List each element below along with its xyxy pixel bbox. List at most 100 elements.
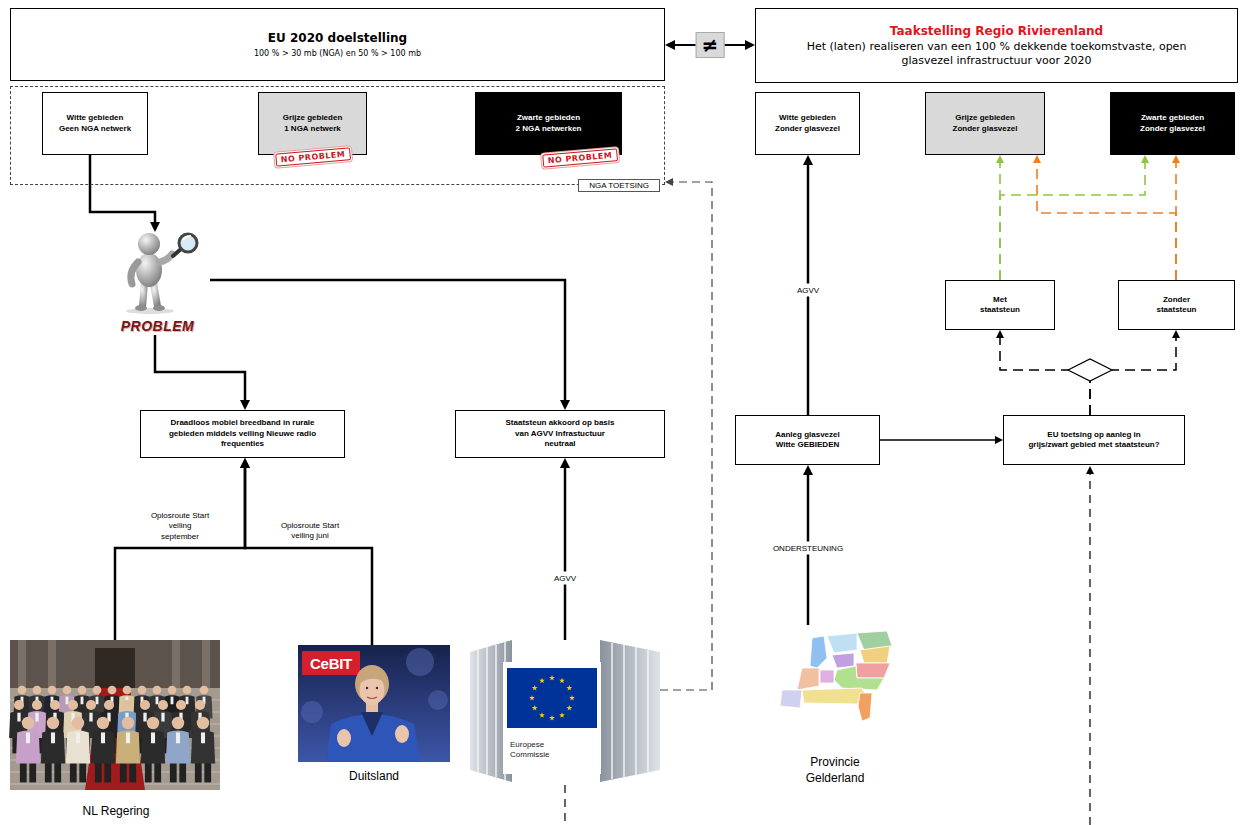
area-box: Witte gebiedenGeen NGA netwerk (42, 92, 148, 155)
province-map (832, 653, 854, 668)
node-text: Staatsteun akkoord op basis van AGVV Inf… (505, 418, 615, 449)
government-photo (10, 640, 220, 790)
government-photo (9, 640, 220, 790)
province-map (856, 663, 890, 678)
node-text: Grijze gebieden (955, 113, 1015, 123)
connector (115, 463, 245, 640)
province-map (834, 666, 884, 690)
process-box: Staatsteun akkoord op basis van AGVV Inf… (455, 410, 665, 458)
node-subtext: 1 NGA netwerk (284, 124, 341, 134)
commission-logo (503, 662, 601, 774)
germany-photo (376, 687, 378, 689)
government-photo (48, 640, 56, 688)
province-map (802, 688, 867, 704)
germany-photo (302, 651, 360, 675)
connector (1000, 159, 1145, 280)
problem-figure (135, 305, 147, 311)
germany-photo (301, 701, 323, 723)
commission-logo (532, 685, 538, 690)
government-photo (95, 648, 135, 688)
government-photo (10, 640, 220, 688)
germany-photo (367, 697, 377, 699)
province-map (820, 670, 834, 683)
problem-figure (179, 234, 197, 252)
area-box: Grijze gebiedenZonder glasvezel (925, 92, 1045, 155)
problem-figure: PROBLEM (105, 232, 210, 335)
government-photo (166, 717, 190, 783)
decision-box: EU toetsing op aanleg in grijs/zwart geb… (1003, 415, 1185, 465)
germany-photo (395, 725, 409, 743)
node-subtext: Zonder glasvezel (1140, 124, 1205, 134)
node-text: NL Regering (83, 804, 150, 818)
edge-label-anchor: ≠ (696, 32, 725, 58)
process-box: Met staatsteun (945, 280, 1055, 330)
commission-logo (539, 712, 545, 717)
germany-photo (358, 669, 386, 684)
problem-figure (183, 236, 191, 240)
edge-label: ONDERSTEUNING (771, 542, 845, 555)
dashed-lead (1089, 470, 1090, 825)
commission-logo (495, 645, 497, 777)
problem-figure (153, 305, 165, 311)
node-subtext: Zonder glasvezel (775, 124, 840, 134)
node-text: Zonder staatsteun (1149, 295, 1204, 316)
edge-label: ≠ (696, 32, 725, 58)
edge-label-anchor: ONDERSTEUNING (771, 542, 845, 555)
node-text: Taakstelling Regio Rivierenland (890, 24, 1103, 38)
area-box: Zwarte gebiedenZonder glasvezel (1110, 92, 1235, 155)
process-box: Aanleg glasvezel Witte GEBIEDEN (735, 415, 880, 465)
commission-logo (477, 650, 479, 772)
commission-logo (566, 685, 572, 690)
problem-figure (126, 233, 197, 314)
commission-logo (611, 643, 613, 779)
commission-logo (623, 645, 625, 777)
connector (564, 463, 567, 640)
commission-logo (486, 647, 488, 775)
commission-logo (507, 668, 597, 728)
problem-figure (173, 249, 181, 256)
province-map: Provincie Gelderland (760, 625, 910, 790)
node-text: EU toetsing op aanleg in grijs/zwart geb… (1027, 430, 1162, 451)
government-photo (116, 717, 140, 783)
actor-photo: NL Regering (10, 640, 222, 820)
node-subtext: 100 % > 30 mb (NGA) en 50 % > 100 mb (254, 49, 421, 58)
germany-photo (298, 645, 450, 762)
problem-figure (138, 233, 160, 255)
connector (245, 463, 372, 645)
edge-label-anchor: Oplosroute Start veiling september (147, 510, 213, 543)
node-text: Draadloos mobiel breedband in rurale geb… (168, 418, 318, 449)
node-text: Europese Commissie (510, 740, 562, 761)
connector (1037, 159, 1176, 280)
government-photo (191, 717, 215, 783)
commission-logo (566, 705, 572, 710)
commission-logo (549, 675, 555, 680)
connector (1175, 159, 1177, 280)
germany-photo (361, 712, 383, 736)
commission-logo (635, 647, 637, 775)
problem-figure (136, 253, 162, 287)
sign-anchor: CeBIT (310, 655, 352, 672)
node-text: Grijze gebieden (283, 113, 343, 123)
commission-logo (559, 678, 565, 683)
connector (155, 335, 245, 405)
commission-logo (470, 640, 660, 782)
commission-logo (529, 695, 535, 700)
edge-label-anchor: AGVV (795, 284, 821, 297)
germany-photo (366, 687, 368, 689)
government-photo (18, 640, 26, 688)
goal-box: EU 2020 doelstelling100 % > 30 mb (NGA) … (10, 8, 665, 81)
problem-figure (160, 254, 172, 262)
node-subtext: Geen NGA netwerk (59, 124, 131, 134)
process-box: Zonder staatsteun (1118, 280, 1235, 330)
problem-figure (131, 262, 138, 284)
commission-logo: Europese Commissie (470, 640, 660, 780)
commission-logo (612, 643, 648, 779)
government-photo (16, 717, 40, 783)
province-map (780, 631, 892, 721)
government-photo (172, 640, 180, 688)
edge-label: Oplosroute Start veiling juni (277, 520, 343, 543)
commission-logo (532, 705, 538, 710)
node-text: NGA TOETSING (578, 179, 660, 192)
node-text: Zwarte gebieden (1141, 113, 1204, 123)
province-map (810, 636, 827, 668)
